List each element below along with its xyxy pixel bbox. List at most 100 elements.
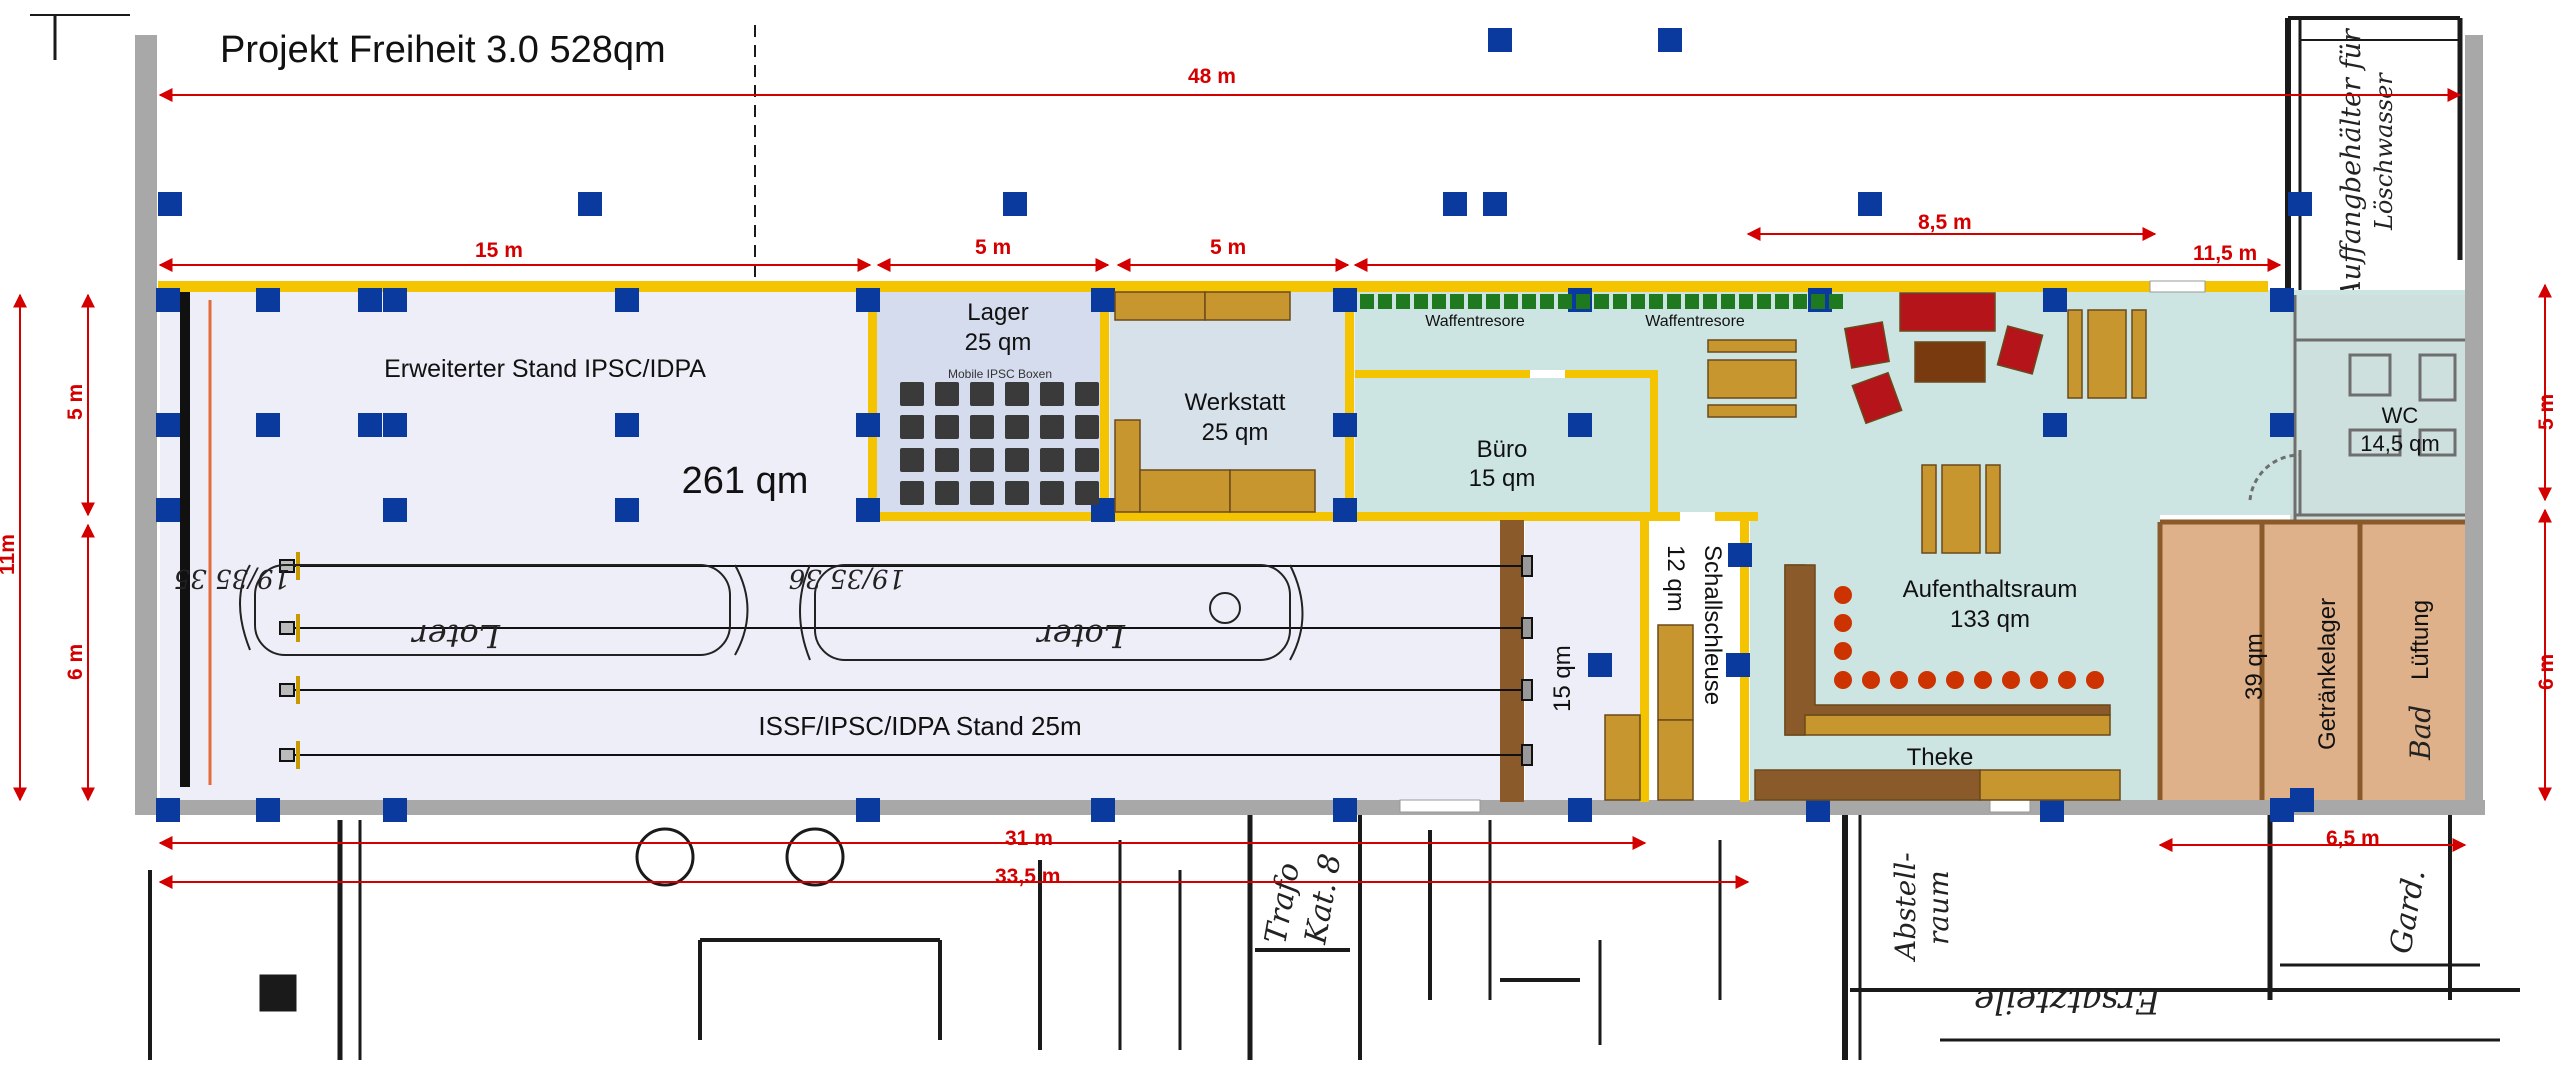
ipsc-box [935,415,959,439]
ipsc-box [900,481,924,505]
aufenthalt-area: 133 qm [1950,606,2030,633]
tank-label-2: Loter [1036,617,1126,655]
ipsc-box [1005,415,1029,439]
safe-unit [1721,294,1735,309]
column [2043,288,2067,312]
tank-num-2: 19/35 36 [789,563,905,593]
ipsc-box [900,382,924,406]
column [1443,192,1467,216]
column [615,288,639,312]
dim-31m: 31 m [1005,827,1053,850]
ipsc-box [1075,448,1099,472]
ipsc-box [900,415,924,439]
dim-11m: 11m [0,534,19,575]
safe-unit [1595,294,1609,309]
lane-targets [279,552,1533,769]
safe-unit [1396,294,1410,309]
column [1333,413,1357,437]
column [1858,192,1882,216]
safe-unit [1522,294,1536,309]
ipsc-box [1075,481,1099,505]
ipsc-box [1075,415,1099,439]
ipsc-box [1005,481,1029,505]
lounge-lower [1750,510,2160,800]
getraenke-area: 39 qm [2241,633,2268,700]
column [358,288,382,312]
werkstatt-furniture [1114,291,1316,513]
lager-note: Mobile IPSC Boxen [948,367,1052,381]
safe-unit [1468,294,1482,309]
column [1333,498,1357,522]
dim-5m-a: 5 m [975,236,1011,259]
column [856,798,880,822]
column [383,288,407,312]
ipsc-box [1040,415,1064,439]
outer-wall-right [2465,35,2483,815]
waffentresore [1360,294,1843,309]
column [158,192,182,216]
column [2040,798,2064,822]
outer-wall-bottom [135,800,2485,815]
schleuse-furniture [1604,624,1694,801]
schallschleuse-area: 12 qm [1662,545,1689,612]
bar-stool [1974,671,1992,689]
werkstatt-name: Werkstatt [1185,389,1286,416]
column [856,288,880,312]
safe-unit [1450,294,1464,309]
ipsc-box [970,481,994,505]
abstell-label-1: Abstell- [1889,852,1922,963]
column [1333,798,1357,822]
lane-target [1521,555,1533,577]
dim-115m: 11,5 m [2193,242,2257,265]
lane-marker [279,683,295,697]
backstop [180,292,190,787]
column [1091,288,1115,312]
ipsc-box [1075,382,1099,406]
schallschleuse-name: Schallschleuse [1699,545,1726,705]
tank-num-1: 19/35 35 [174,563,290,593]
wc-walls [2248,295,2465,520]
getraenke-name: Getränkelager [2314,598,2341,750]
ipsc-box [970,382,994,406]
door-gap-bottom-2 [1989,799,2031,813]
lounge-furniture [1707,292,2147,801]
waffentresore-label-2: Waffentresore [1645,313,1745,330]
column [156,413,180,437]
safe-unit [1540,294,1554,309]
safe-unit [1685,294,1699,309]
safe-unit [1486,294,1500,309]
dim-5m-b: 5 m [1210,236,1246,259]
behaelter-label-1: Auffangbehälter für [2336,27,2367,303]
column [615,498,639,522]
column [578,192,602,216]
door-gap-top [2149,280,2206,293]
bar-stool [1918,671,1936,689]
column [1333,288,1357,312]
page-title: Projekt Freiheit 3.0 528qm [220,29,666,71]
lane-target [1521,679,1533,701]
werkstatt-area: 25 qm [1202,419,1269,446]
safe-unit [1829,294,1843,309]
ipsc-box [1040,382,1064,406]
safe-unit [1811,294,1825,309]
buero-area: 15 qm [1469,465,1536,492]
column [358,413,382,437]
gard-label: Gard. [2383,867,2432,957]
bad-label: Bad [2404,705,2437,761]
bar-stool [1834,614,1852,632]
safe-unit [1432,294,1446,309]
wc-area: 14,5 qm [2360,431,2440,456]
safe-unit [1775,294,1789,309]
column [1568,413,1592,437]
column [1483,192,1507,216]
ipsc-box [1040,448,1064,472]
lager-name: Lager [967,299,1028,326]
ipsc-box [970,448,994,472]
column [156,288,180,312]
storage-dividers [2157,519,2465,800]
wc-room [2290,295,2465,520]
column [1091,798,1115,822]
bar-stool [1834,671,1852,689]
lane-marker [279,748,295,762]
